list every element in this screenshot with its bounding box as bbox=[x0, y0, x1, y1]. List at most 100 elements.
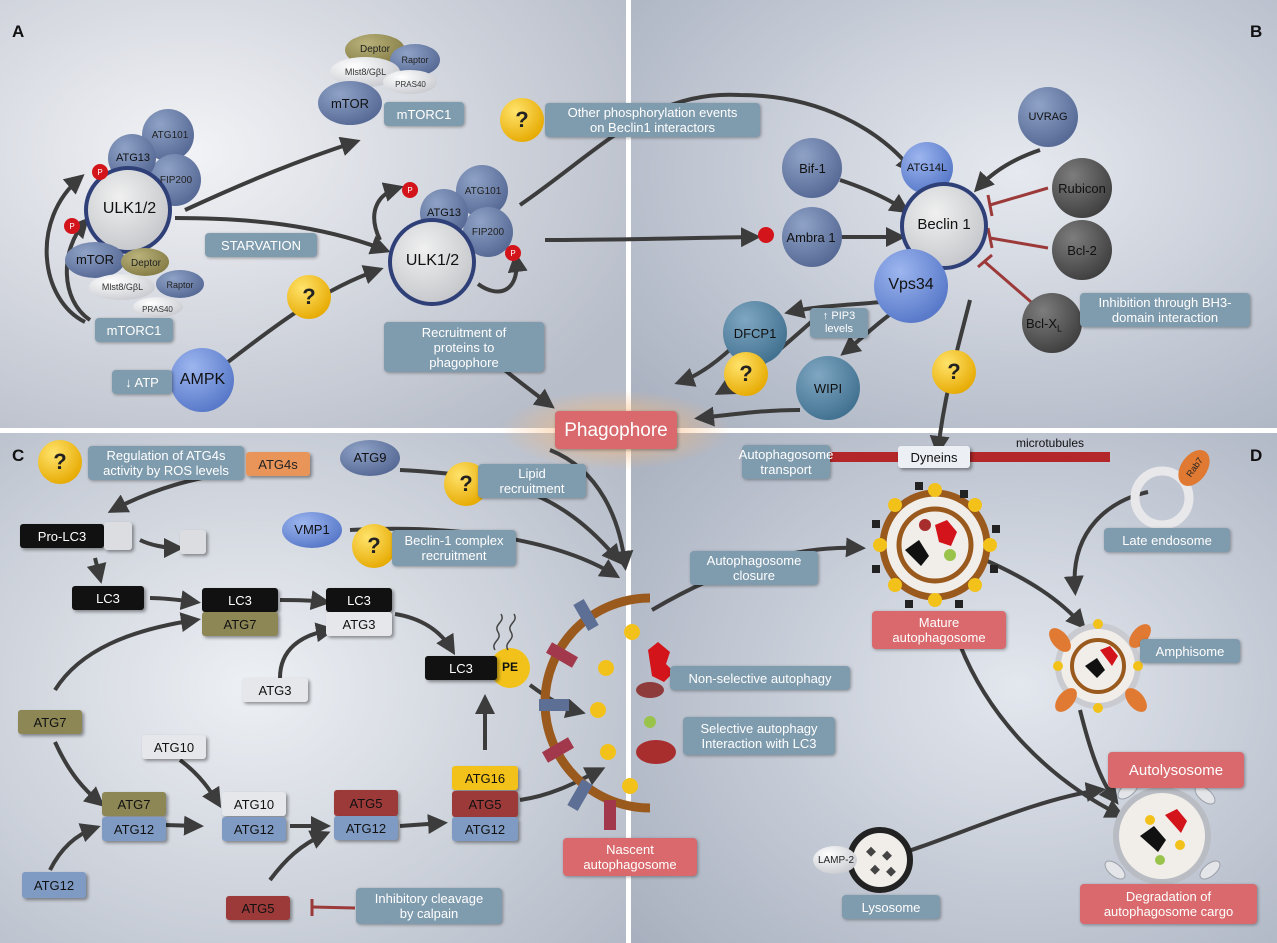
question-mark-icon: ? bbox=[302, 284, 316, 309]
other-phosphorylation-box: Other phosphorylation events on Beclin1 … bbox=[545, 103, 760, 137]
phospho-left-1: P bbox=[97, 168, 103, 177]
lipid-box: Lipid recruitment bbox=[478, 464, 586, 498]
question-mark-icon: ? bbox=[459, 471, 473, 496]
question-mark-icon: ? bbox=[739, 361, 753, 386]
pe-label: PE bbox=[501, 660, 518, 674]
atg13-mid-label: ATG13 bbox=[426, 207, 462, 219]
atg13-left-label: ATG13 bbox=[115, 152, 151, 164]
question-mark-icon: ? bbox=[367, 533, 381, 558]
lc3-atg3-tag: LC3 bbox=[326, 588, 392, 612]
mlst8-left-label: Mlst8/GβL bbox=[101, 282, 144, 292]
atg12-complex-tag: ATG12 bbox=[452, 817, 518, 841]
atg7-atg12-tag: ATG7 bbox=[102, 792, 166, 816]
mtor-top-label: mTOR bbox=[330, 96, 370, 111]
atg3-lc3-tag: ATG3 bbox=[326, 612, 392, 636]
mtorc1-top-box: mTORC1 bbox=[384, 102, 464, 126]
panel-label-d: D bbox=[1250, 446, 1263, 465]
rubicon-label: Rubicon bbox=[1058, 181, 1106, 196]
vps34-label: Vps34 bbox=[888, 276, 934, 293]
mlst8-top-label: Mlst8/GβL bbox=[344, 67, 387, 77]
ambra-label: Ambra 1 bbox=[786, 230, 836, 245]
uvrag-label: UVRAG bbox=[1028, 111, 1068, 123]
atg4s-tag: ATG4s bbox=[246, 452, 310, 476]
beclin-label: Beclin 1 bbox=[917, 216, 971, 233]
nascent-box: Nascent autophagosome bbox=[563, 838, 697, 876]
dfcp1-label: DFCP1 bbox=[733, 326, 777, 341]
wipi-label: WIPI bbox=[813, 381, 843, 396]
lamp2-label: LAMP-2 bbox=[817, 855, 855, 866]
atg14l-label: ATG14L bbox=[906, 162, 948, 174]
lc3-atg7-tag: LC3 bbox=[202, 588, 278, 612]
atg7-lc3-tag: ATG7 bbox=[202, 612, 278, 636]
phospho-mid-2: P bbox=[510, 249, 516, 258]
atg5-free-tag: ATG5 bbox=[226, 896, 290, 920]
bclxl-label: Bcl-XL bbox=[1025, 316, 1063, 334]
mtor-left-label: mTOR bbox=[75, 252, 115, 267]
lc3-pe-tag: LC3 bbox=[425, 656, 497, 680]
atg5-complex-tag: ATG5 bbox=[452, 791, 518, 817]
atg9-label: ATG9 bbox=[353, 450, 387, 465]
cleaved-fragment bbox=[180, 530, 206, 554]
beclin-complex-box: Beclin-1 complex recruitment bbox=[392, 530, 516, 566]
nonselective-box: Non-selective autophagy bbox=[670, 666, 850, 690]
deptor-top-label: Deptor bbox=[359, 44, 390, 55]
phospho-mid-1: P bbox=[407, 186, 413, 195]
autolysosome-box: Autolysosome bbox=[1108, 752, 1244, 788]
panel-label-c: C bbox=[12, 446, 25, 465]
atg12-free-tag: ATG12 bbox=[22, 872, 86, 898]
ampk-label: AMPK bbox=[179, 371, 226, 388]
panel-label-b: B bbox=[1250, 22, 1263, 41]
late-endosome-box: Late endosome bbox=[1104, 528, 1230, 552]
atg101-mid-label: ATG101 bbox=[464, 186, 502, 197]
calpain-box: Inhibitory cleavage by calpain bbox=[356, 888, 502, 924]
microtubules-label: microtubules bbox=[1015, 436, 1085, 450]
lc3-tag: LC3 bbox=[72, 586, 144, 610]
atg5-atg12-tag: ATG5 bbox=[334, 790, 398, 816]
question-mark-icon: ? bbox=[53, 449, 67, 474]
starvation-box: STARVATION bbox=[205, 233, 317, 257]
transport-box: Autophagosome transport bbox=[738, 445, 834, 479]
bif1-label: Bif-1 bbox=[799, 161, 826, 176]
panel-label-a: A bbox=[12, 22, 25, 41]
mtorc1-left-box: mTORC1 bbox=[95, 318, 173, 342]
vmp1-label: VMP1 bbox=[294, 522, 330, 537]
pip3-box: ↑ PIP3 levels bbox=[810, 308, 868, 338]
atg12-atg5-tag: ATG12 bbox=[334, 816, 398, 840]
atg101-left-label: ATG101 bbox=[151, 130, 189, 141]
dyneins-tag: Dyneins bbox=[898, 446, 970, 468]
mature-box: Mature autophagosome bbox=[872, 611, 1006, 649]
prolc3-tag: Pro-LC3 bbox=[20, 524, 104, 548]
atg16-tag: ATG16 bbox=[452, 766, 518, 790]
degradation-box: Degradation of autophagosome cargo bbox=[1080, 884, 1257, 924]
atg10-atg12-tag: ATG10 bbox=[222, 792, 286, 816]
raptor-left-label: Raptor bbox=[166, 280, 194, 290]
atg10-free-tag: ATG10 bbox=[142, 735, 206, 759]
ros-box: Regulation of ATG4s activity by ROS leve… bbox=[88, 446, 244, 480]
recruitment-box: Recruitment of proteins to phagophore bbox=[384, 322, 544, 372]
raptor-top-label: Raptor bbox=[401, 55, 429, 65]
pras40-left-label: PRAS40 bbox=[142, 305, 173, 314]
prolc3-fragment bbox=[104, 522, 132, 550]
atg12-atg7-tag: ATG12 bbox=[102, 817, 166, 841]
closure-box: Autophagosome closure bbox=[690, 551, 818, 585]
lysosome-box: Lysosome bbox=[842, 895, 940, 919]
atg7-free-tag: ATG7 bbox=[18, 710, 82, 734]
deptor-left-label: Deptor bbox=[130, 258, 161, 269]
ulk-left-label: ULK1/2 bbox=[102, 200, 157, 217]
bcl2-label: Bcl-2 bbox=[1067, 243, 1097, 258]
phagophore-box: Phagophore bbox=[555, 411, 677, 449]
ulk-mid-label: ULK1/2 bbox=[405, 252, 460, 269]
pras40-top-label: PRAS40 bbox=[395, 80, 426, 89]
fip200-left-label: FIP200 bbox=[159, 175, 193, 186]
atg12-atg10-tag: ATG12 bbox=[222, 817, 286, 841]
question-mark-icon: ? bbox=[947, 359, 961, 384]
atg3-free-tag: ATG3 bbox=[242, 678, 308, 702]
fip200-mid-label: FIP200 bbox=[471, 227, 505, 238]
phospho-left-2: P bbox=[69, 222, 75, 231]
atp-box: ↓ ATP bbox=[112, 370, 172, 394]
inhibition-box: Inhibition through BH3- domain interacti… bbox=[1080, 293, 1250, 327]
question-mark-icon: ? bbox=[515, 107, 529, 132]
amphisome-box: Amphisome bbox=[1140, 639, 1240, 663]
